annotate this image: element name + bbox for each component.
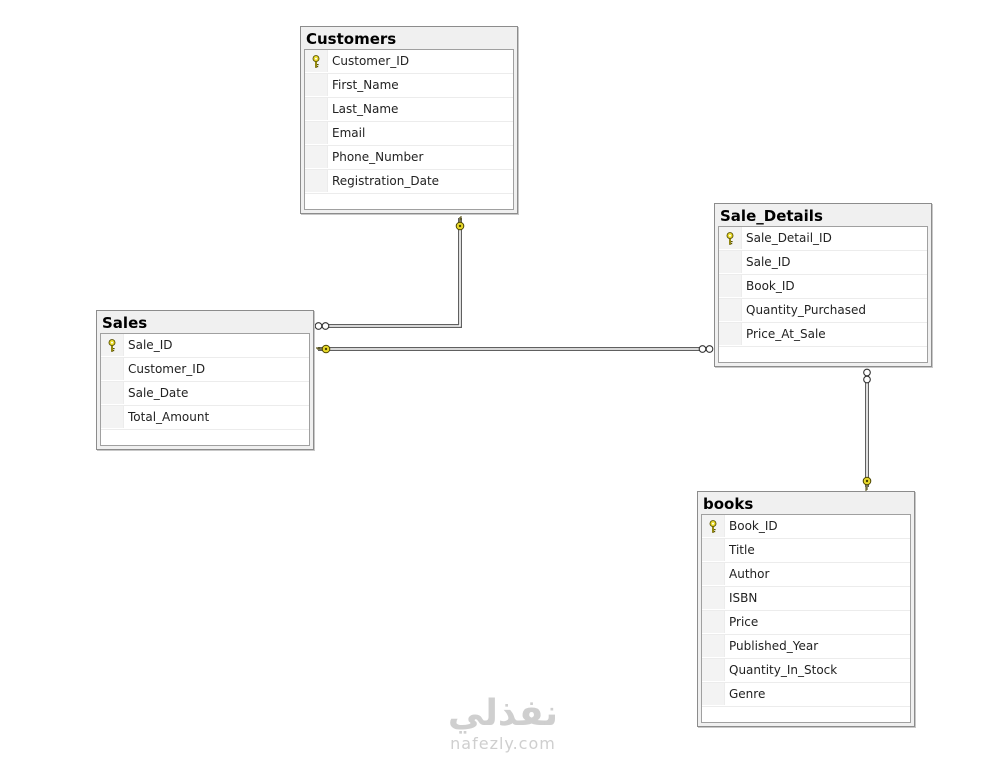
table-columns: Book_ID Title Author ISBN Price Publishe… bbox=[701, 514, 911, 723]
column-name: Price_At_Sale bbox=[746, 327, 826, 341]
gutter bbox=[702, 539, 725, 561]
gutter bbox=[305, 50, 328, 72]
gutter bbox=[101, 382, 124, 404]
column-name: Sale_Detail_ID bbox=[746, 231, 832, 245]
gutter bbox=[305, 74, 328, 96]
gutter bbox=[702, 635, 725, 657]
column-name: Sale_ID bbox=[128, 338, 173, 352]
column-row[interactable]: Quantity_Purchased bbox=[719, 299, 927, 323]
many-infinity-icon bbox=[698, 345, 714, 353]
table-columns: Sale_ID Customer_ID Sale_Date Total_Amou… bbox=[100, 333, 310, 446]
column-row[interactable]: Last_Name bbox=[305, 98, 513, 122]
column-name: Published_Year bbox=[729, 639, 819, 653]
column-row[interactable]: Phone_Number bbox=[305, 146, 513, 170]
gutter bbox=[719, 251, 742, 273]
column-row[interactable]: Customer_ID bbox=[305, 50, 513, 74]
table-books[interactable]: books Book_ID Title Author ISBN Price Pu… bbox=[697, 491, 915, 727]
gutter bbox=[305, 98, 328, 120]
column-name: Title bbox=[729, 543, 755, 557]
table-columns: Customer_ID First_Name Last_Name Email P… bbox=[304, 49, 514, 210]
column-row[interactable]: Email bbox=[305, 122, 513, 146]
one-key-icon bbox=[316, 344, 331, 354]
watermark: نفذلي nafezly.com bbox=[428, 694, 578, 754]
one-key-icon bbox=[455, 216, 465, 231]
gutter bbox=[101, 406, 124, 428]
column-name: Last_Name bbox=[332, 102, 399, 116]
column-row[interactable]: Sale_Detail_ID bbox=[719, 227, 927, 251]
column-name: Sale_ID bbox=[746, 255, 791, 269]
gutter bbox=[702, 611, 725, 633]
primary-key-icon bbox=[107, 338, 117, 352]
column-name: Quantity_In_Stock bbox=[729, 663, 838, 677]
column-name: Quantity_Purchased bbox=[746, 303, 866, 317]
column-row[interactable]: Published_Year bbox=[702, 635, 910, 659]
column-name: Phone_Number bbox=[332, 150, 424, 164]
table-sale-details[interactable]: Sale_Details Sale_Detail_ID Sale_ID Book… bbox=[714, 203, 932, 367]
gutter bbox=[305, 146, 328, 168]
primary-key-icon bbox=[708, 519, 718, 533]
column-name: Customer_ID bbox=[128, 362, 206, 376]
column-row[interactable]: Price_At_Sale bbox=[719, 323, 927, 347]
gutter bbox=[101, 334, 124, 356]
column-row[interactable]: Customer_ID bbox=[101, 358, 309, 382]
table-title: Sale_Details bbox=[720, 207, 823, 225]
column-name: Total_Amount bbox=[128, 410, 210, 424]
column-name: Genre bbox=[729, 687, 766, 701]
many-infinity-icon bbox=[863, 368, 871, 384]
column-row[interactable]: Sale_ID bbox=[101, 334, 309, 358]
one-key-icon bbox=[862, 476, 872, 491]
column-name: Email bbox=[332, 126, 366, 140]
column-row[interactable]: Sale_Date bbox=[101, 382, 309, 406]
column-row[interactable]: First_Name bbox=[305, 74, 513, 98]
gutter bbox=[719, 299, 742, 321]
gutter bbox=[719, 227, 742, 249]
connector-customers-sales-outer bbox=[326, 218, 462, 328]
column-name: Book_ID bbox=[729, 519, 778, 533]
table-sales[interactable]: Sales Sale_ID Customer_ID Sale_Date Tota… bbox=[96, 310, 314, 450]
gutter bbox=[702, 515, 725, 537]
primary-key-icon bbox=[311, 54, 321, 68]
column-row[interactable]: Book_ID bbox=[719, 275, 927, 299]
column-name: Book_ID bbox=[746, 279, 795, 293]
column-row[interactable]: ISBN bbox=[702, 587, 910, 611]
gutter bbox=[719, 323, 742, 345]
table-title: Sales bbox=[102, 314, 148, 332]
watermark-arabic: نفذلي bbox=[447, 693, 559, 734]
column-row[interactable]: Quantity_In_Stock bbox=[702, 659, 910, 683]
column-name: First_Name bbox=[332, 78, 399, 92]
table-title: Customers bbox=[306, 30, 397, 48]
gutter bbox=[702, 587, 725, 609]
column-row[interactable]: Genre bbox=[702, 683, 910, 707]
table-title: books bbox=[703, 495, 754, 513]
column-row[interactable]: Price bbox=[702, 611, 910, 635]
watermark-latin: nafezly.com bbox=[450, 734, 556, 753]
column-name: Price bbox=[729, 615, 759, 629]
column-name: Registration_Date bbox=[332, 174, 440, 188]
gutter bbox=[719, 275, 742, 297]
column-row[interactable]: Title bbox=[702, 539, 910, 563]
column-row[interactable]: Registration_Date bbox=[305, 170, 513, 194]
column-name: ISBN bbox=[729, 591, 758, 605]
connector-customers-sales-inner bbox=[326, 218, 461, 327]
many-infinity-icon bbox=[314, 322, 330, 330]
gutter bbox=[305, 122, 328, 144]
gutter bbox=[702, 659, 725, 681]
primary-key-icon bbox=[725, 231, 735, 245]
column-name: Customer_ID bbox=[332, 54, 410, 68]
column-row[interactable]: Sale_ID bbox=[719, 251, 927, 275]
column-row[interactable]: Book_ID bbox=[702, 515, 910, 539]
column-name: Author bbox=[729, 567, 770, 581]
table-customers[interactable]: Customers Customer_ID First_Name Last_Na… bbox=[300, 26, 518, 214]
gutter bbox=[101, 358, 124, 380]
column-name: Sale_Date bbox=[128, 386, 189, 400]
gutter bbox=[702, 683, 725, 705]
gutter bbox=[305, 170, 328, 192]
gutter bbox=[702, 563, 725, 585]
table-columns: Sale_Detail_ID Sale_ID Book_ID Quantity_… bbox=[718, 226, 928, 363]
column-row[interactable]: Author bbox=[702, 563, 910, 587]
column-row[interactable]: Total_Amount bbox=[101, 406, 309, 430]
